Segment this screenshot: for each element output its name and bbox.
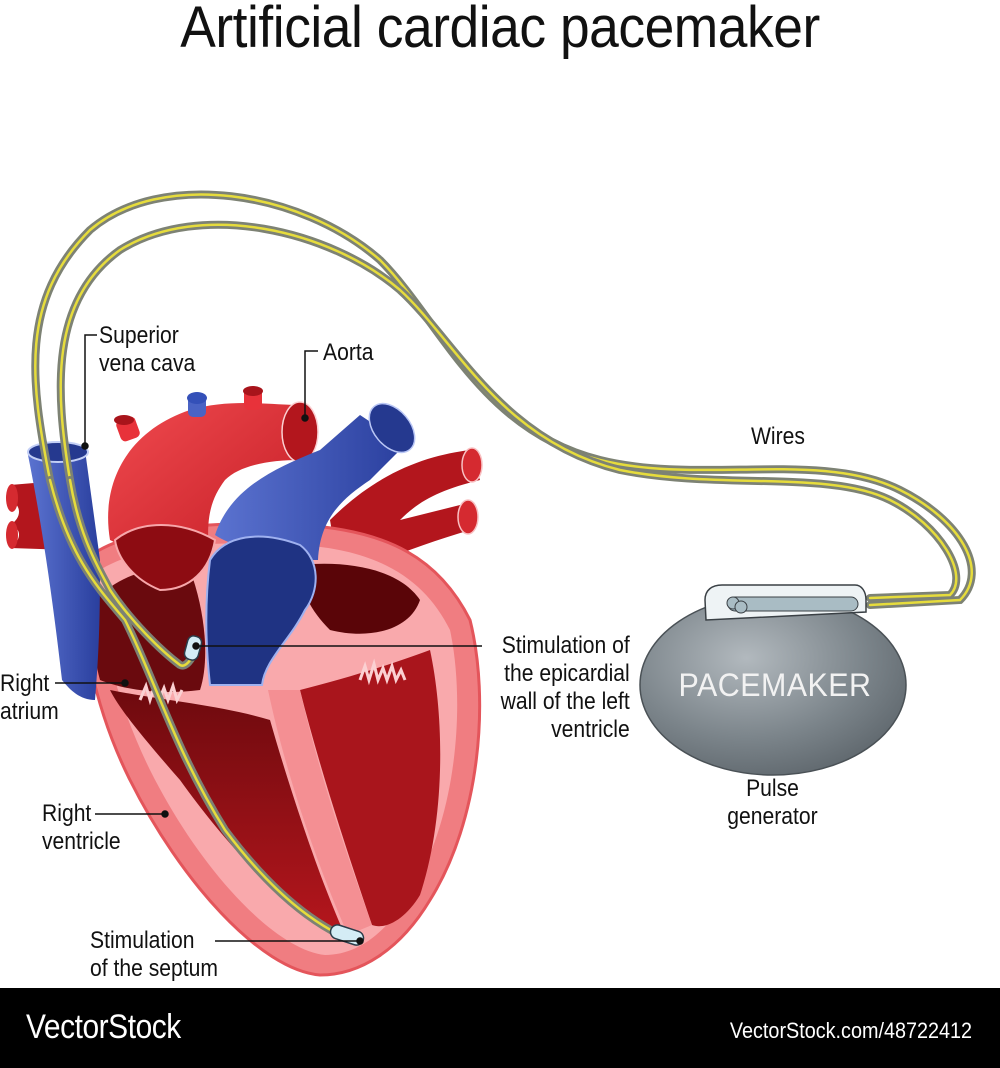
label-right-ventricle: Right ventricle [42,800,121,855]
vectorstock-logo: VectorStock [26,1008,181,1046]
aorta [108,386,319,560]
pacemaker-device-label: PACEMAKER [678,667,872,703]
label-aorta: Aorta [323,339,374,366]
pacemaker-device [639,584,907,776]
heart-pacemaker-illustration [6,190,976,977]
leader-lines [55,334,482,945]
label-stimulation-septum: Stimulation of the septum [90,927,218,982]
diagram-title: Artificial cardiac pacemaker [180,0,820,60]
label-pulse-generator: Pulse generator [727,775,818,830]
label-superior-vena-cava: Superior vena cava [99,322,196,377]
pulmonary-trunk [205,402,416,686]
septum [268,690,372,935]
pacemaker-wires [31,190,976,939]
right-ventricle-chamber [110,690,345,935]
left-ventricle-chamber [300,650,441,927]
left-atrium-chamber [300,563,420,634]
image-url: VectorStock.com/48722412 [729,1018,972,1043]
label-wires: Wires [751,423,805,450]
watermark-footer: VectorStock VectorStock.com/48722412 [0,988,1000,1068]
label-stimulation-epicardial-wall: Stimulation of the epicardial wall of th… [500,632,630,743]
label-right-atrium: Right atrium [0,670,59,725]
